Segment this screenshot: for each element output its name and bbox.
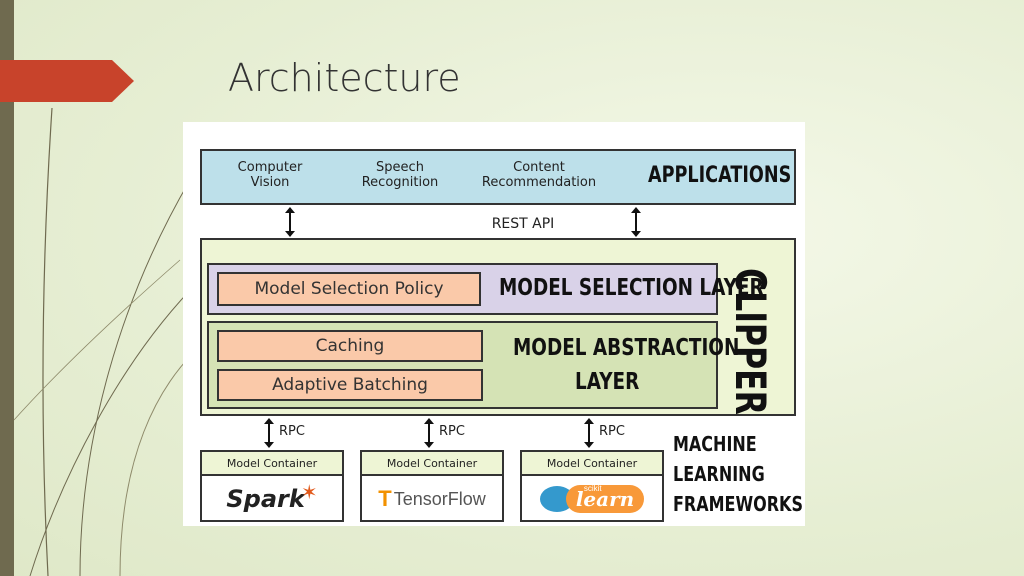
model-selection-layer: Model Selection Policy MODEL SELECTION L… [207,263,764,315]
app-speech-recognition: Speech Recognition [361,160,439,190]
app-computer-vision: Computer Vision [237,160,303,190]
rest-api-label: REST API [491,216,555,232]
rpc-arrow-1 [264,418,274,448]
slide-title: Architecture [228,56,461,100]
rpc-arrow-2 [424,418,434,448]
tensorflow-icon: T [378,486,392,511]
model-container-tensorflow: Model Container T TensorFlow [360,450,504,522]
model-container-spark: Model Container Spark ✶ [200,450,344,522]
model-abstraction-layer-label-line2: LAYER [575,369,640,395]
app-content-recommendation: Content Recommendation [481,160,597,190]
title-arrow-marker [0,60,134,102]
model-selection-policy-box: Model Selection Policy [217,272,481,306]
spark-logo: Spark ✶ [226,481,318,514]
model-selection-layer-label: MODEL SELECTION LAYER [499,275,764,301]
rpc-label-3: RPC [599,424,625,439]
rpc-arrow-3 [584,418,594,448]
architecture-diagram: Computer Vision Speech Recognition Conte… [183,122,805,526]
rpc-label-1: RPC [279,424,305,439]
tensorflow-logo: T TensorFlow [378,486,486,511]
left-accent-bar [0,0,14,576]
spark-star-icon: ✶ [300,481,318,504]
frameworks-label-line3: FRAMEWORKS [673,492,803,516]
applications-layer: Computer Vision Speech Recognition Conte… [200,149,796,205]
model-abstraction-layer: Caching Adaptive Batching MODEL ABSTRACT… [207,321,739,409]
rpc-label-2: RPC [439,424,465,439]
rest-api-arrow-right [631,207,641,237]
rest-api-arrow-left [285,207,295,237]
frameworks-label-line2: LEARNING [673,462,765,486]
caching-box: Caching [217,330,483,362]
scikit-learn-logo: scikit learn [522,476,662,522]
applications-layer-label: APPLICATIONS [648,163,792,188]
model-container-head: Model Container [202,452,342,476]
model-container-head: Model Container [522,452,662,476]
adaptive-batching-box: Adaptive Batching [217,369,483,401]
model-container-head: Model Container [362,452,502,476]
model-container-scikit-learn: Model Container scikit learn [520,450,664,522]
frameworks-label-line1: MACHINE [673,432,757,456]
model-abstraction-layer-label-line1: MODEL ABSTRACTION [513,335,740,361]
